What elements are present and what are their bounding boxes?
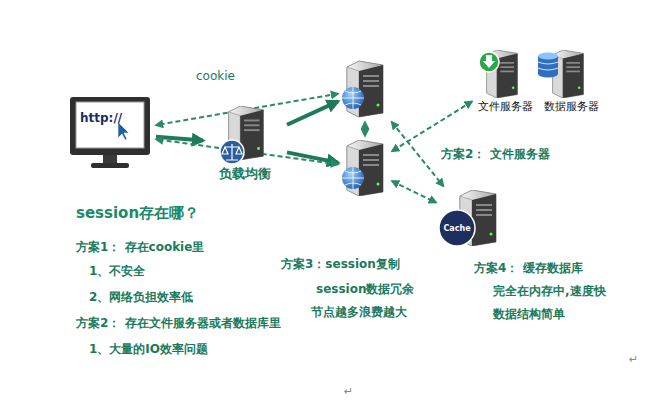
cache-server: Cache (438, 188, 502, 250)
node-label: 负载均衡 (219, 166, 271, 182)
web-server (340, 58, 390, 120)
load-balancer: 负载均衡 (205, 104, 285, 184)
database-icon (538, 53, 558, 78)
dashed-connector (392, 122, 444, 186)
note-text: 方案3：session复制 (280, 257, 401, 272)
note-text: 2、网络负担效率低 (88, 290, 194, 305)
note-text: 1、不安全 (88, 264, 146, 279)
note-text: session存在哪？ (75, 204, 200, 223)
node-label: http:// (80, 111, 122, 126)
dashed-connector (392, 102, 472, 152)
dashed-connector (364, 122, 366, 136)
node-label: Cache (443, 223, 470, 234)
note-text: session数据冗余 (315, 282, 415, 297)
note-text: 节点越多浪费越大 (310, 305, 408, 320)
node-label: 文件服务器 (478, 100, 533, 114)
note-text: cookie (195, 68, 236, 84)
request-arrow (287, 101, 338, 124)
note-text: 方案4： 缓存数据库 (473, 261, 584, 276)
monitor-icon (70, 97, 150, 168)
browser-monitor: http:// (66, 95, 154, 171)
return-mark: ↵ (343, 384, 354, 399)
note-text: 数据结构简单 (492, 307, 566, 322)
dashed-connector (392, 181, 436, 202)
file-server: 文件服务器 (474, 48, 536, 114)
note-text: 方案2： 文件服务器 (440, 146, 551, 162)
note-text: 1、大量的IO效率问题 (88, 342, 209, 357)
note-text: 完全在内存中,速度快 (492, 284, 607, 299)
data-server: 数据服务器 (540, 48, 602, 114)
note-text: 方案2： 存在文件服务器或者数据库里 (75, 316, 282, 331)
note-text: 方案1： 存在cookie里 (75, 240, 205, 255)
web-server (340, 138, 390, 198)
node-label: 数据服务器 (544, 100, 599, 114)
return-mark: ↵ (628, 352, 639, 367)
